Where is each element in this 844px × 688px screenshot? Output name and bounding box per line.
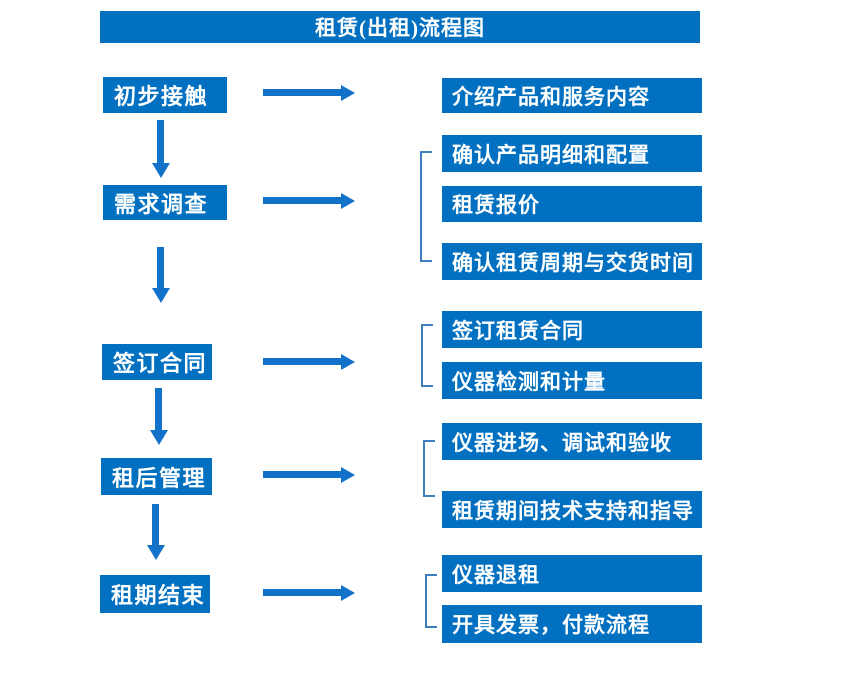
flow-arrow-3-icon xyxy=(263,358,341,365)
down-arrow-3-icon xyxy=(155,388,162,430)
step-box-5: 租期结束 xyxy=(100,575,210,613)
output-box-4-2: 租赁期间技术支持和指导 xyxy=(442,491,702,528)
flow-arrow-4-icon xyxy=(263,471,341,478)
flow-arrow-2-icon xyxy=(263,197,341,204)
output-box-2-2: 租赁报价 xyxy=(442,186,702,222)
flow-arrow-5-icon xyxy=(263,589,341,596)
step-box-1: 初步接触 xyxy=(103,77,227,113)
output-box-4-1: 仪器进场、调试和验收 xyxy=(442,423,702,460)
down-arrow-4-icon xyxy=(152,504,159,545)
flowchart-title: 租赁(出租)流程图 xyxy=(100,11,700,43)
group-bracket-3 xyxy=(421,324,433,387)
output-box-2-3: 确认租赁周期与交货时间 xyxy=(442,243,702,280)
output-box-5-1: 仪器退租 xyxy=(442,555,702,592)
output-box-3-1: 签订租赁合同 xyxy=(442,311,702,348)
down-arrow-1-icon xyxy=(157,120,164,163)
output-box-2-1: 确认产品明细和配置 xyxy=(442,135,702,172)
down-arrow-2-icon xyxy=(157,247,164,288)
step-box-2: 需求调查 xyxy=(103,185,227,220)
group-bracket-4 xyxy=(423,440,435,497)
group-bracket-5 xyxy=(425,574,437,628)
output-box-5-2: 开具发票，付款流程 xyxy=(442,605,702,643)
output-box-3-2: 仪器检测和计量 xyxy=(442,362,702,399)
group-bracket-2 xyxy=(420,151,432,262)
step-box-4: 租后管理 xyxy=(101,458,212,495)
output-box-1-1: 介绍产品和服务内容 xyxy=(442,78,702,113)
step-box-3: 签订合同 xyxy=(102,344,212,380)
flow-arrow-1-icon xyxy=(263,89,341,96)
